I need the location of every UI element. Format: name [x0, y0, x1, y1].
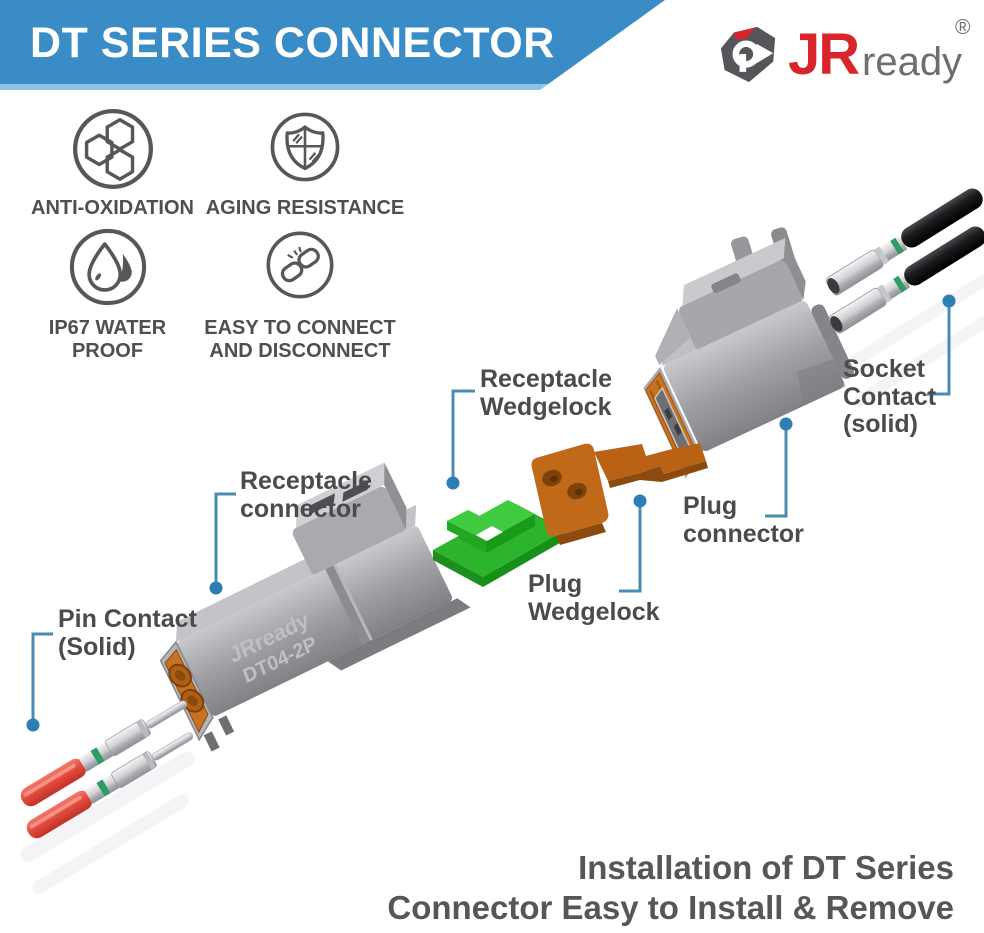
feature-label: ANTI-OXIDATION: [31, 197, 194, 219]
feature-easy-connect: EASY TO CONNECT AND DISCONNECT: [200, 229, 400, 364]
socket-contact-part: [828, 226, 984, 334]
label-line: Receptacle: [480, 365, 613, 393]
registered-mark: ®: [955, 16, 971, 39]
feature-label: PROOF: [71, 340, 144, 362]
label-line: Wedgelock: [480, 392, 612, 421]
label-receptacle-wedgelock: Receptacle Wedgelock: [480, 365, 613, 421]
label-plug-connector: Plug connector: [683, 492, 804, 548]
footer-tagline: Installation of DT Series Connector Easy…: [387, 848, 954, 927]
label-line: Socket: [843, 355, 925, 383]
label-receptacle-connector: Receptacle connector: [240, 467, 373, 523]
feature-label: AGING RESISTANCE: [205, 197, 405, 219]
label-line: Plug: [528, 570, 583, 598]
tagline-line: Installation of DT Series: [578, 849, 954, 886]
brand-logo: JR ready ®: [712, 12, 984, 90]
jrready-diamond-logo-icon: [720, 26, 776, 83]
feature-label: EASY TO CONNECT: [204, 317, 396, 339]
page-title: DT SERIES CONNECTOR: [30, 19, 555, 67]
label-pin-contact: Pin Contact (Solid): [58, 605, 197, 661]
feature-waterproof: IP67 WATER PROOF: [15, 226, 200, 364]
callout-dots: [26, 294, 956, 732]
tagline-line: Connector Easy to Install & Remove: [387, 888, 954, 926]
socket-contact-part: [825, 188, 983, 296]
plug-connector-part: [643, 227, 854, 479]
pin-contact-part: [26, 732, 194, 839]
label-line: Pin Contact: [58, 605, 197, 633]
label-socket-contact: Socket Contact (solid): [843, 355, 937, 439]
waterdrop-icon: [69, 228, 146, 306]
brand-ready-text: ready: [862, 40, 963, 84]
label-line: Wedgelock: [528, 597, 660, 626]
plug-wedgelock-part: [531, 443, 708, 545]
label-line: (Solid): [58, 632, 136, 661]
label-line: connector: [240, 494, 361, 523]
pin-contact-part: [20, 700, 188, 807]
receptacle-connector-part: JRready DT04-2P: [159, 462, 471, 752]
feature-anti-oxidation: ANTI-OXIDATION: [15, 106, 210, 221]
label-line: (solid): [843, 410, 918, 438]
broken-chain-icon: [266, 231, 334, 299]
feature-label: AND DISCONNECT: [209, 340, 391, 362]
honeycomb-icon: [72, 109, 153, 189]
shield-icon: [270, 112, 340, 182]
feature-label: IP67 WATER: [48, 317, 167, 339]
label-line: Plug: [683, 492, 738, 520]
header-banner: DT SERIES CONNECTOR: [0, 0, 665, 90]
feature-aging-resistance: AGING RESISTANCE: [200, 110, 410, 221]
label-line: connector: [683, 519, 804, 548]
receptacle-wedgelock-part: [433, 500, 565, 587]
label-line: Receptacle: [240, 467, 373, 495]
callout-lines: [31, 306, 951, 720]
label-line: Contact: [843, 382, 937, 411]
label-plug-wedgelock: Plug Wedgelock: [528, 570, 660, 626]
brand-jr-text: JR: [788, 22, 860, 87]
